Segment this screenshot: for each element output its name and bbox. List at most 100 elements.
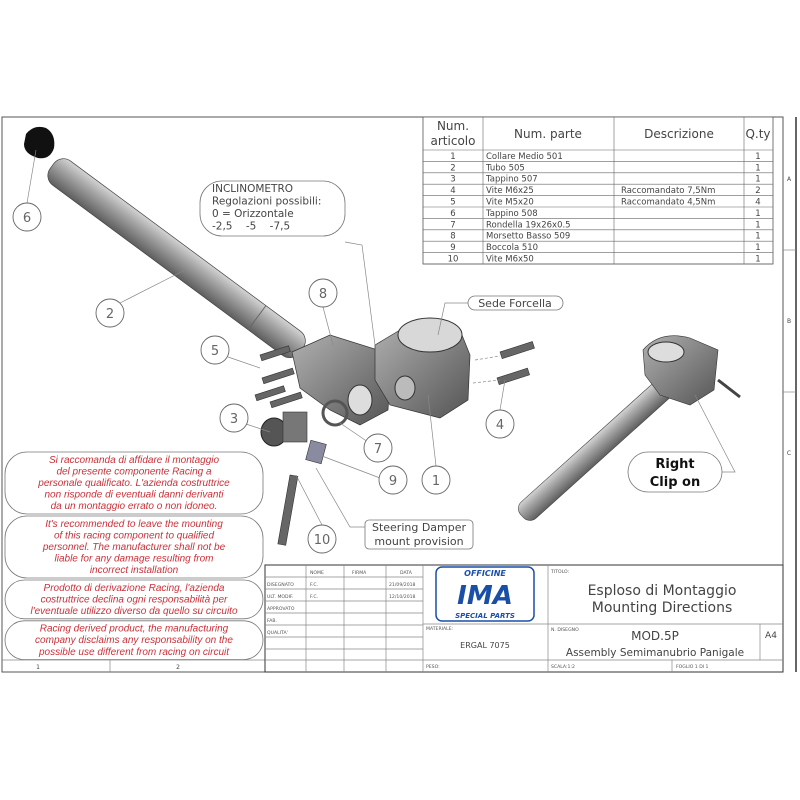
warning-line: l'eventuale utilizzo diverso da quello s… <box>30 606 237 617</box>
balloon-number: 10 <box>314 533 331 548</box>
warning-line: Racing derived product, the manufacturin… <box>40 624 229 635</box>
part-rondella <box>321 399 349 427</box>
weight-label: PESO: <box>426 664 440 670</box>
bom-qty: 1 <box>755 232 760 242</box>
bom-item: 5 <box>450 198 455 208</box>
bom-item: 9 <box>450 243 455 253</box>
steering-damper-line1: Steering Damper <box>372 521 467 534</box>
bom-header-item_line2: articolo <box>431 134 476 148</box>
part-boccola-510 <box>305 439 327 465</box>
row-label: QUALITA' <box>267 630 288 636</box>
part-tappino-508 <box>24 126 55 159</box>
part-right-clip-on <box>518 335 741 521</box>
row-label: ULT. MODIF. <box>267 594 293 600</box>
drawing-no: MOD.5P <box>631 629 679 643</box>
balloon-number: 4 <box>496 418 504 433</box>
bom-item: 2 <box>450 163 455 173</box>
bom-item: 6 <box>450 209 455 219</box>
warning-line: non risponde di eventuali danni derivant… <box>44 490 224 501</box>
bom-qty: 2 <box>755 186 760 196</box>
bom-item: 3 <box>450 175 455 185</box>
fork-seat-label: Sede Forcella <box>478 297 552 310</box>
inclinometer-callout: INCLINOMETRO Regolazioni possibili: 0 = … <box>199 180 346 237</box>
bom-part: Morsetto Basso 509 <box>486 232 570 242</box>
balloon-6: 6 <box>12 202 42 232</box>
border-row-b: B <box>787 318 791 325</box>
balloon-number: 2 <box>106 307 114 322</box>
warning-line: company disclaims any responsability on … <box>35 635 233 646</box>
balloon-number: 5 <box>211 344 219 359</box>
sheet-size: A4 <box>765 631 777 641</box>
material-label: MATERIALE: <box>426 626 454 632</box>
col-name: NOME <box>310 570 324 576</box>
balloon-number: 8 <box>319 287 327 302</box>
warning-line: Prodotto di derivazione Racing, l'aziend… <box>44 583 225 594</box>
balloon-number: 9 <box>389 474 397 489</box>
warning-line: Si raccomanda di affidare il montaggio <box>49 455 220 466</box>
bom-header-item_line1: Num. <box>437 119 469 133</box>
balloon-4: 4 <box>485 409 515 439</box>
inclinometer-text-4: -2,5 -5 -7,5 <box>212 221 290 233</box>
inclinometer-title: INCLINOMETRO <box>212 183 293 195</box>
material-value: ERGAL 7075 <box>460 641 510 650</box>
bom-part: Boccola 510 <box>486 243 538 253</box>
part-tappino-507 <box>260 411 308 447</box>
bom-description: Raccomandato 4,5Nm <box>621 198 715 208</box>
row-name: F.C. <box>310 582 318 588</box>
warning-line: personale qualificato. L'azienda costrut… <box>37 478 230 489</box>
warning-note: Prodotto di derivazione Racing, l'aziend… <box>4 579 264 620</box>
right-clip-line1: Right <box>655 457 694 472</box>
bom-part: Rondella 19x26x0.5 <box>486 220 571 230</box>
warning-notes: Si raccomanda di affidare il montaggiode… <box>4 451 264 660</box>
row-label: DISEGNATO <box>267 582 294 588</box>
fork-seat-callout: Sede Forcella <box>467 295 564 311</box>
bom-item: 1 <box>450 152 455 162</box>
row-name: F.C. <box>310 594 318 600</box>
bom-part: Vite M5x20 <box>486 198 534 208</box>
title-block-row: APPROVATO <box>267 606 295 612</box>
bom-header-qty: Q.ty <box>745 127 770 141</box>
balloon-number: 7 <box>374 442 382 457</box>
balloon-8: 8 <box>308 278 338 308</box>
row-label: FAB. <box>267 618 277 624</box>
bom-item: 7 <box>450 220 455 230</box>
balloon-number: 6 <box>23 211 31 226</box>
bom-qty: 1 <box>755 255 760 265</box>
balloon-3: 3 <box>219 403 249 433</box>
part-collare-medio-501 <box>374 317 471 419</box>
warning-line: da un montaggio errato o non idoneo. <box>51 501 218 512</box>
balloon-number: 3 <box>230 412 238 427</box>
sheet-number: FOGLIO 1 DI 1 <box>676 664 709 670</box>
bom-part: Tubo 505 <box>485 163 525 173</box>
warning-line: incorrect installation <box>90 565 179 576</box>
drawing-title-1: Esploso di Montaggio <box>588 583 737 599</box>
bom-row: 7 Rondella 19x26x0.5 1 <box>450 220 760 230</box>
bom-part: Vite M6x25 <box>486 186 534 196</box>
warning-line: It's recommended to leave the mounting <box>45 519 223 530</box>
drawing-no-label: N. DISEGNO <box>551 627 579 633</box>
border-row-c: C <box>787 450 791 457</box>
scale: SCALA:1:2 <box>551 664 575 670</box>
right-clip-line2: Clip on <box>650 475 700 490</box>
logo-top: OFFICINE <box>464 569 506 578</box>
inclinometer-text-2: Regolazioni possibili: <box>212 196 321 208</box>
title-label: TITOLO: <box>550 569 570 575</box>
bom-qty: 1 <box>755 152 760 162</box>
drawing-title-2: Mounting Directions <box>592 600 733 616</box>
part-morsetto-basso-509 <box>291 334 391 426</box>
border-col-1: 1 <box>36 664 40 671</box>
bom-qty: 1 <box>755 220 760 230</box>
border-row-a: A <box>787 176 792 183</box>
leader-lines <box>26 149 736 528</box>
bom-description: Raccomandato 7,5Nm <box>621 186 715 196</box>
